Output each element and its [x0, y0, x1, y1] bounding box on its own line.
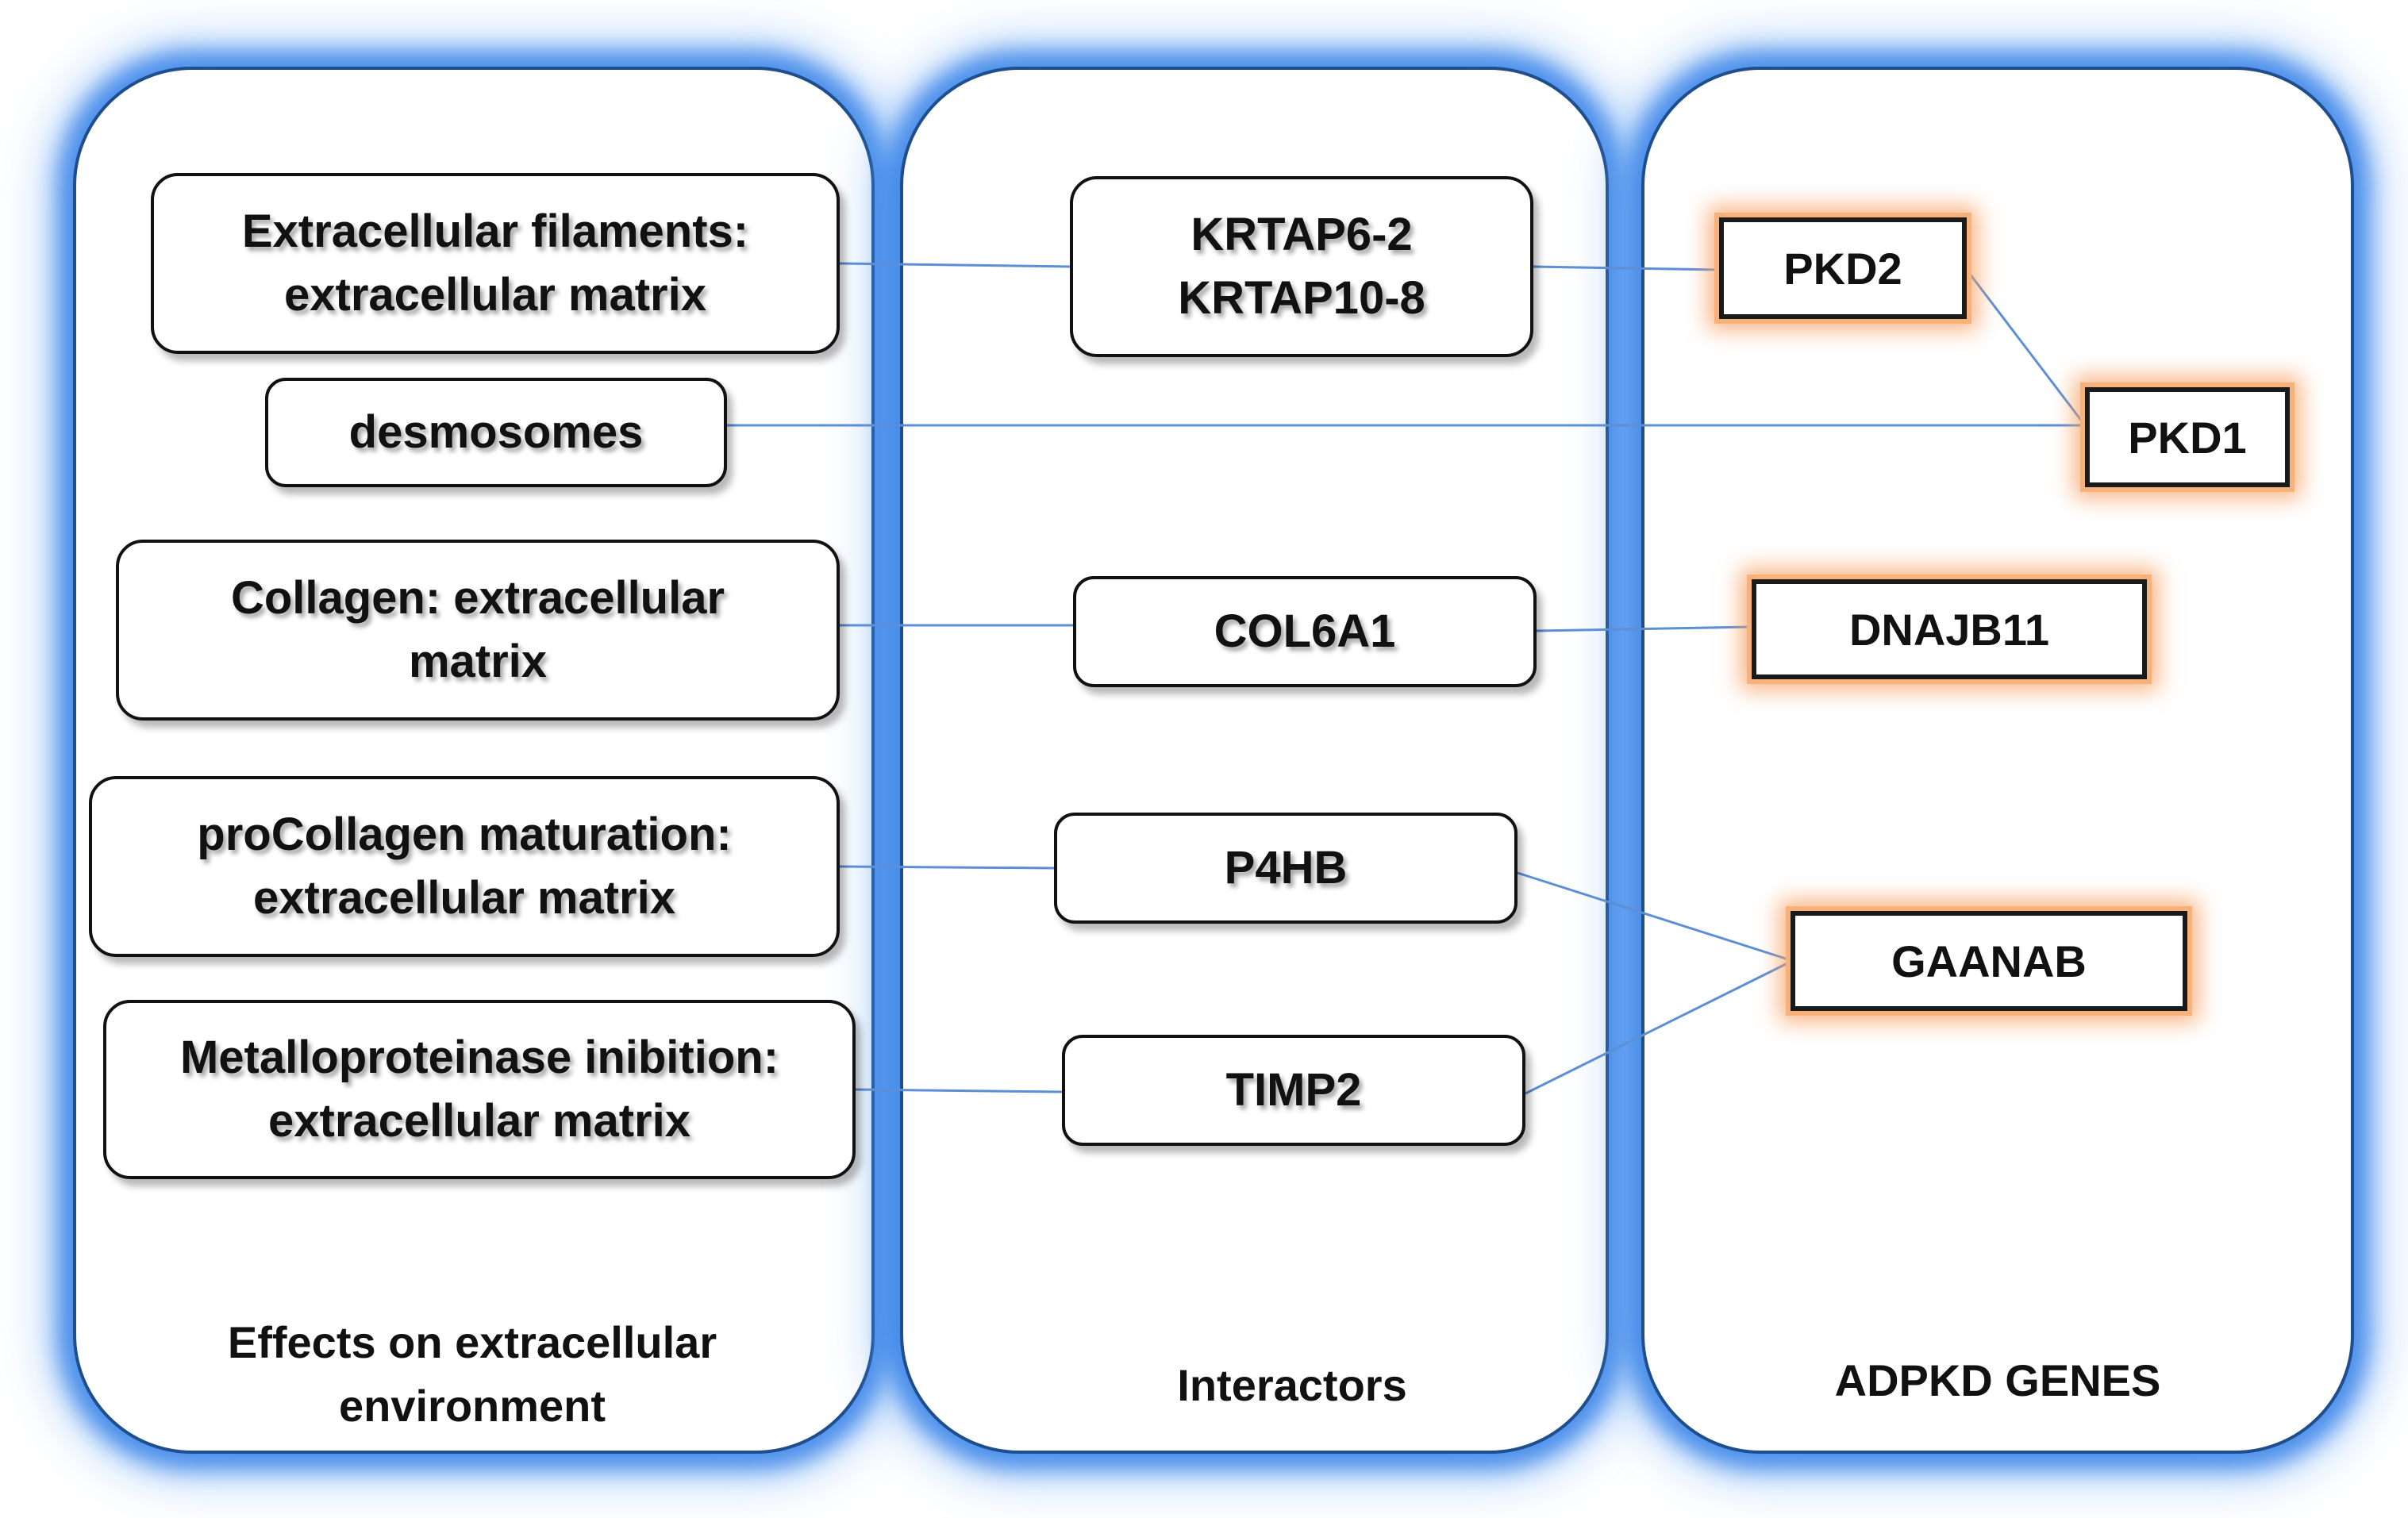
genes-caption-text: ADPKD GENES [1834, 1355, 2161, 1405]
interactor-krtap: KRTAP6-2 KRTAP10-8 [1070, 176, 1533, 357]
effect-metalloproteinase-inhibition: Metalloproteinase inibition: extracellul… [103, 1000, 856, 1179]
effect-collagen: Collagen: extracellular matrix [116, 540, 840, 721]
effects-caption-line2: environment [338, 1381, 606, 1431]
gene-pkd1-label: PKD1 [2128, 412, 2247, 463]
interactor-col6a1-label: COL6A1 [1214, 605, 1396, 657]
effects-caption: Effects on extracellular environment [135, 1311, 810, 1438]
link-col6a1-dnajb11 [1536, 625, 1752, 632]
link-p4hb-gaanab [1517, 871, 1791, 962]
link-procollagen-p4hb [839, 865, 1056, 870]
effect-extracellular-filaments: Extracellular filaments: extracellular m… [151, 173, 840, 354]
link-timp2-gaanab [1525, 960, 1791, 1095]
gene-gaanab: GAANAB [1791, 911, 2187, 1011]
effect-desmosomes-line1: desmosomes [348, 406, 644, 458]
effect-desmosomes: desmosomes [265, 378, 727, 487]
gene-dnajb11: DNAJB11 [1752, 579, 2147, 679]
interactor-p4hb: P4HB [1054, 813, 1518, 924]
gene-pkd2-label: PKD2 [1783, 243, 1902, 294]
interactor-krtap-line1: KRTAP6-2 [1191, 209, 1413, 260]
effect-procollagen-line2: extracellular matrix [253, 872, 675, 924]
link-pkd2-pkd1 [1965, 269, 2087, 426]
effects-caption-line1: Effects on extracellular [227, 1317, 717, 1367]
interactors-caption: Interactors [1059, 1354, 1525, 1417]
gene-dnajb11-label: DNAJB11 [1848, 604, 2050, 655]
effect-filaments-line1: Extracellular filaments: [241, 206, 749, 257]
interactor-timp2: TIMP2 [1062, 1035, 1525, 1146]
link-krtap-pkd2 [1533, 265, 1720, 271]
interactor-timp2-label: TIMP2 [1225, 1064, 1362, 1116]
interactors-caption-text: Interactors [1177, 1360, 1407, 1410]
effect-metalloproteinase-line1: Metalloproteinase inibition: [179, 1032, 779, 1083]
effect-filaments-line2: extracellular matrix [284, 269, 706, 321]
gene-gaanab-label: GAANAB [1891, 936, 2087, 986]
effect-collagen-line2: matrix [408, 636, 548, 687]
interactor-p4hb-label: P4HB [1224, 842, 1348, 894]
effect-collagen-line1: Collagen: extracellular [230, 572, 725, 624]
gene-pkd1: PKD1 [2085, 387, 2290, 487]
interactor-krtap-line2: KRTAP10-8 [1178, 272, 1425, 324]
gene-pkd2: PKD2 [1719, 217, 1967, 319]
effect-metalloproteinase-line2: extracellular matrix [268, 1095, 690, 1147]
link-metallo-timp2 [855, 1088, 1064, 1093]
genes-caption: ADPKD GENES [1764, 1349, 2232, 1412]
effect-procollagen-line1: proCollagen maturation: [197, 809, 732, 860]
interactor-col6a1: COL6A1 [1073, 576, 1537, 687]
effect-procollagen-maturation: proCollagen maturation: extracellular ma… [89, 776, 840, 957]
link-filaments-krtap [839, 262, 1072, 268]
